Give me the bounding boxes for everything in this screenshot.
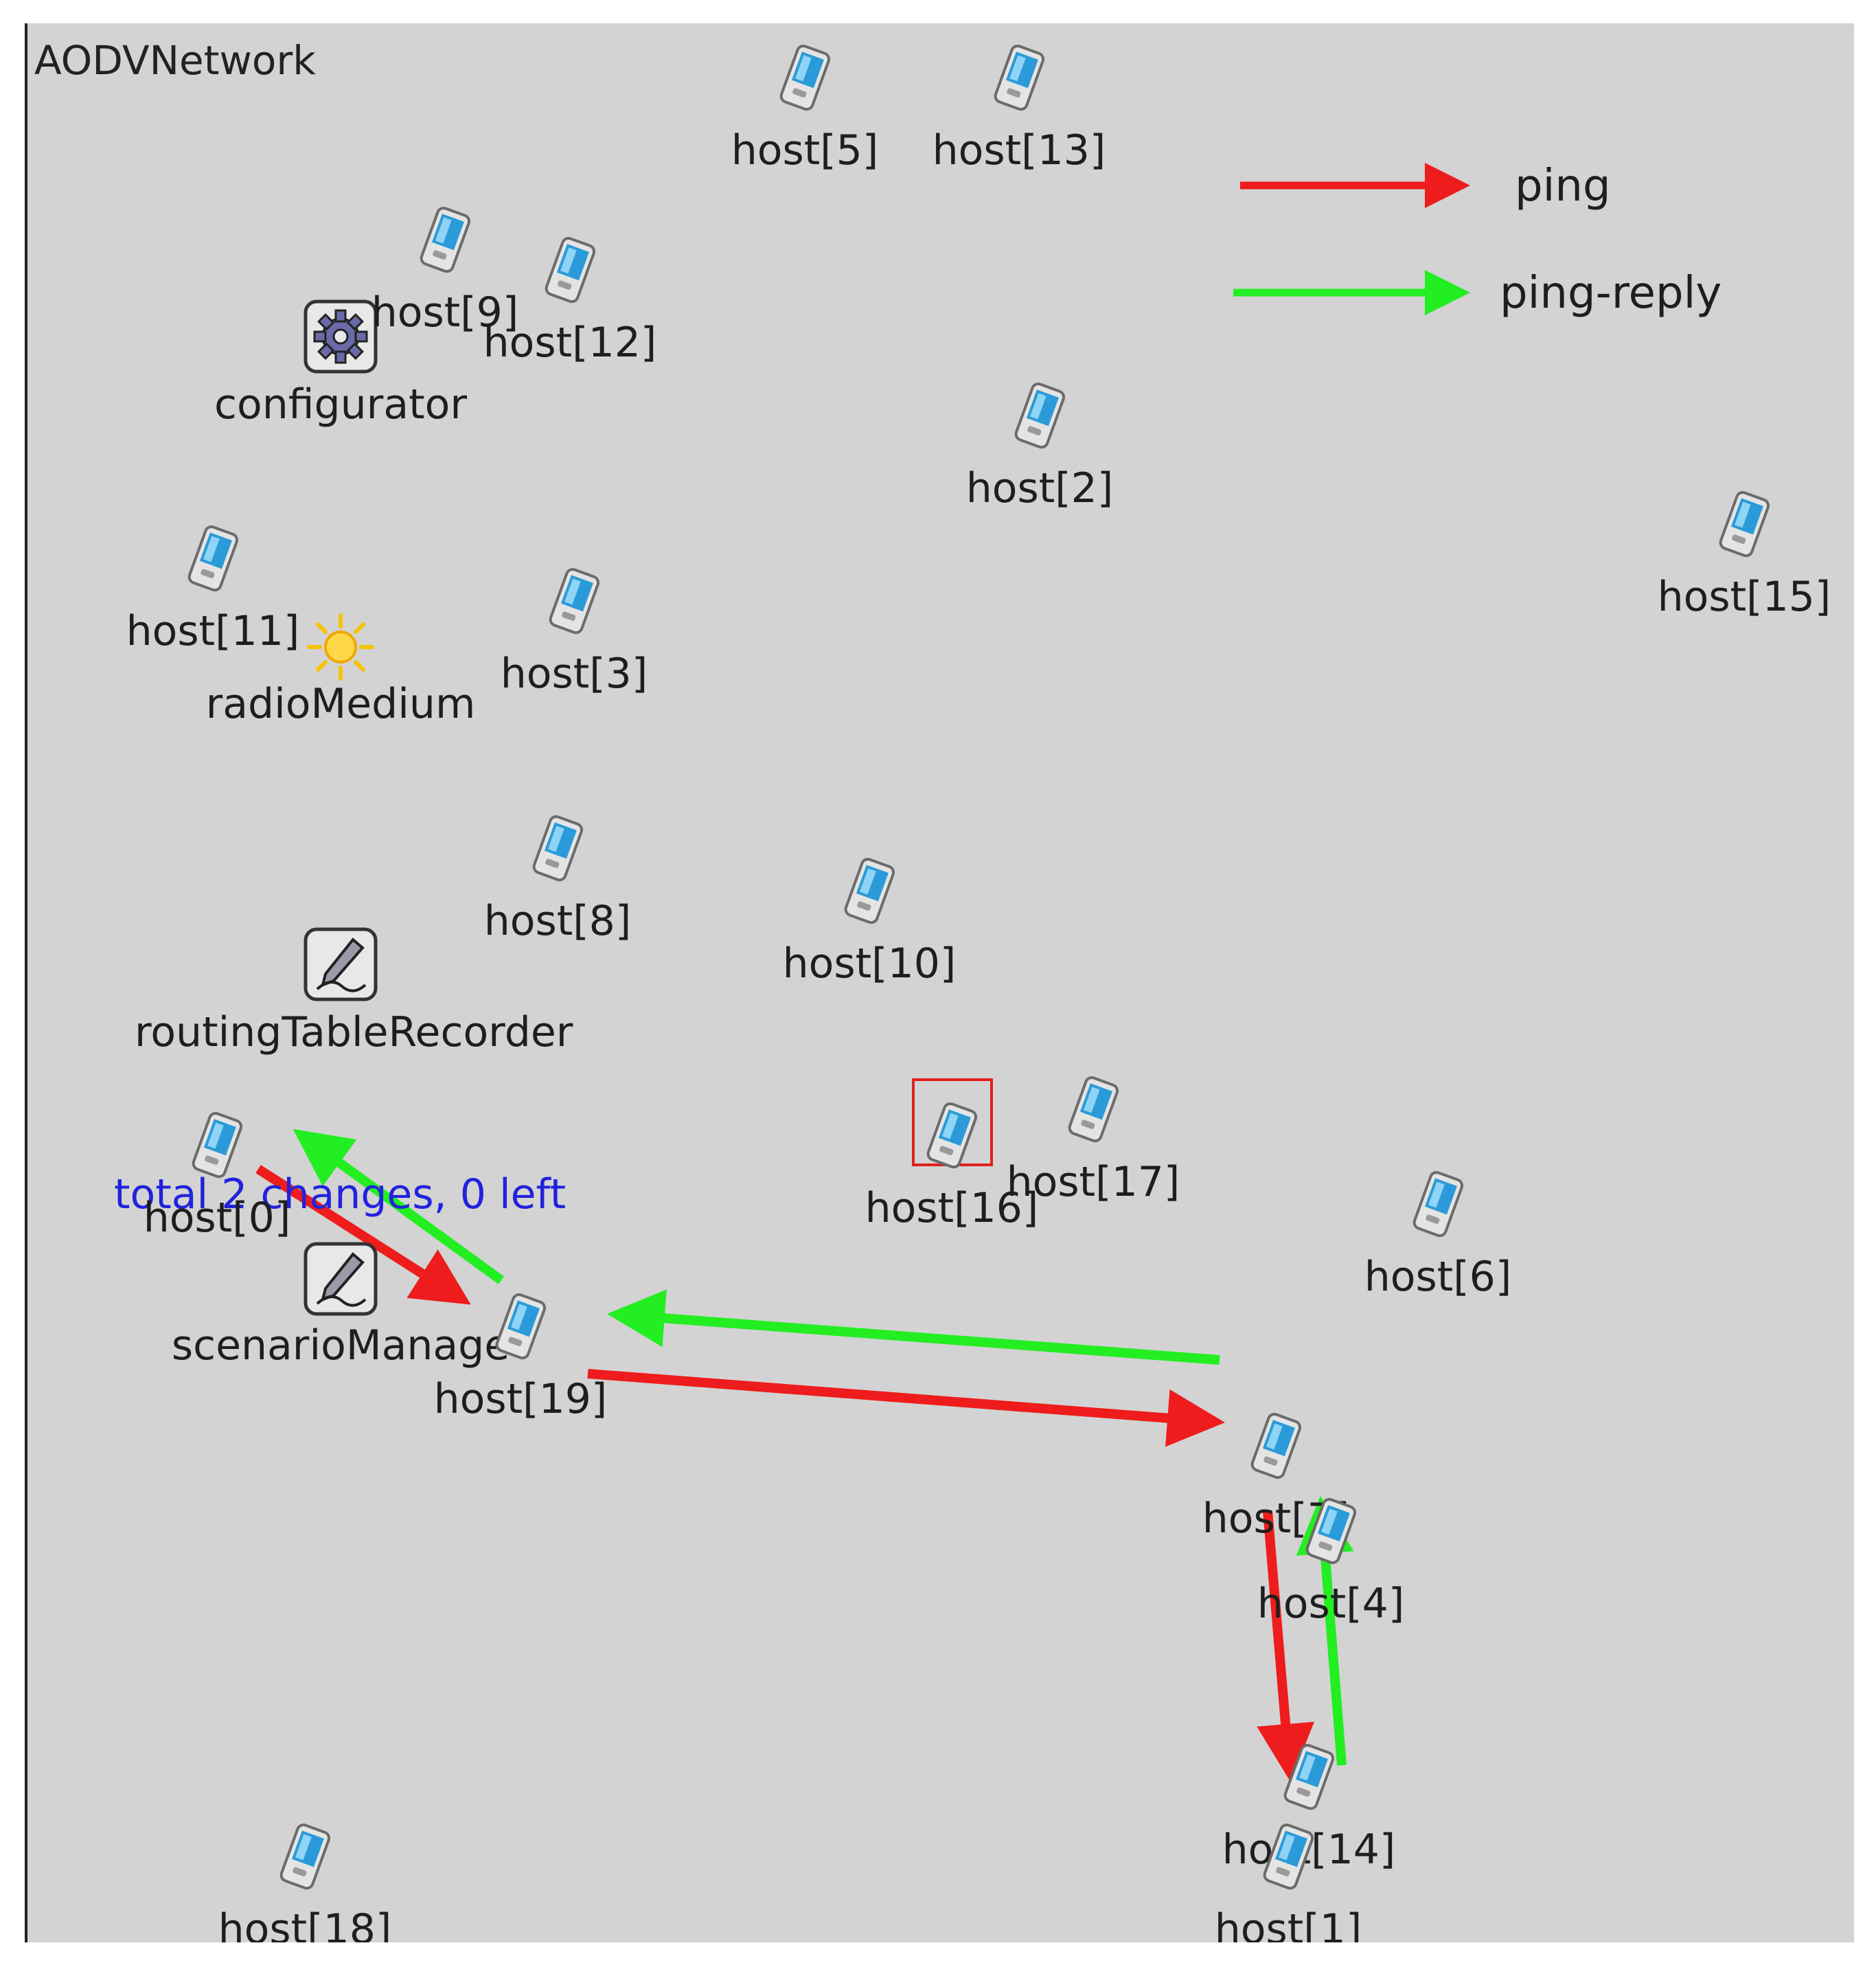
pda-icon [1412, 1170, 1464, 1238]
host-label: host[12] [483, 319, 657, 367]
host-label: host[7] [1202, 1495, 1350, 1543]
module-label: routingTableRecorder [135, 1008, 573, 1056]
host-label: host[15] [1657, 573, 1831, 621]
pda-icon [187, 525, 239, 592]
host-label: host[13] [932, 126, 1106, 174]
host-label: host[11] [126, 607, 300, 655]
host-label: host[3] [500, 650, 648, 698]
module-label: configurator [214, 381, 467, 429]
module-label: radioMedium [205, 680, 476, 728]
pda-icon [420, 206, 471, 273]
legend-ping-label: ping [1515, 161, 1611, 212]
module-label: scenarioManage [171, 1321, 510, 1370]
host-label: host[4] [1257, 1580, 1405, 1628]
host-label: host[16] [865, 1184, 1039, 1232]
sun-icon [307, 613, 374, 681]
pda-icon [495, 1293, 547, 1360]
host-label: host[19] [433, 1375, 608, 1423]
pda-icon [532, 815, 584, 882]
pen-icon [304, 1242, 378, 1316]
pda-icon [994, 44, 1045, 111]
host-label: host[18] [218, 1905, 392, 1942]
host-label: host[2] [965, 464, 1114, 512]
pda-icon [1014, 382, 1066, 449]
pda-icon [926, 1102, 978, 1169]
ping-arrow-host7-host14 [1257, 1510, 1314, 1782]
gear-icon [304, 299, 378, 374]
pda-icon [779, 44, 831, 111]
host-label: host[5] [731, 126, 879, 174]
pda-icon [549, 567, 600, 635]
host-label: host[1] [1214, 1905, 1362, 1942]
scenario-status-text: total 2 changes, 0 left [114, 1170, 567, 1218]
ping-reply-arrow-host7-host19 [607, 1289, 1220, 1365]
host-label: host[17] [1006, 1158, 1180, 1206]
pda-icon [1263, 1823, 1314, 1890]
host-label: host[0] [143, 1194, 291, 1242]
pda-icon [545, 236, 596, 304]
pda-icon [1305, 1497, 1357, 1565]
network-title: AODVNetwork [34, 37, 316, 84]
host-label: host[9] [371, 288, 519, 337]
pda-icon [1068, 1076, 1119, 1143]
pda-icon [1719, 490, 1770, 558]
pda-icon [844, 857, 895, 924]
pda-icon [192, 1111, 243, 1179]
pda-icon [1250, 1412, 1302, 1479]
network-canvas[interactable]: AODVNetwork ping ping-reply [25, 23, 1854, 1942]
pda-icon [1283, 1743, 1335, 1811]
host-label: host[8] [483, 897, 632, 945]
host-label: host[10] [782, 940, 957, 988]
pda-icon [279, 1823, 331, 1890]
legend-ping-reply-label: ping-reply [1500, 268, 1722, 319]
host-label: host[6] [1364, 1253, 1512, 1301]
pen-icon [304, 927, 378, 1001]
